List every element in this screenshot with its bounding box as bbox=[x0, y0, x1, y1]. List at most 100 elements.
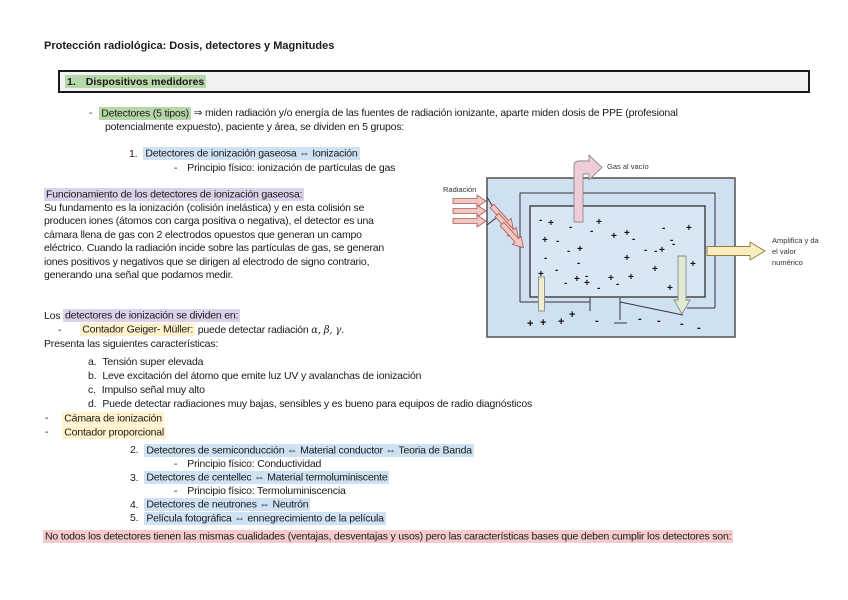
list-item-1: 1. Detectores de ionización gaseosa ⇔ Ion… bbox=[129, 147, 360, 160]
ion-symbol: + bbox=[558, 316, 564, 328]
ion-symbol: - bbox=[564, 278, 567, 289]
radiation-arrows-inner bbox=[489, 203, 524, 249]
ion-symbol: - bbox=[670, 235, 673, 246]
ion-symbol: - bbox=[697, 322, 701, 334]
ion-symbol: + bbox=[667, 283, 673, 294]
item-number: 4. bbox=[130, 498, 139, 511]
ion-symbol: - bbox=[556, 236, 559, 247]
bullet-dash: - bbox=[89, 107, 93, 119]
bullet-dash: - bbox=[174, 161, 178, 174]
ion-symbol: - bbox=[657, 315, 661, 327]
bullet-dash: - bbox=[45, 426, 49, 438]
char-item-b: b.Leve excitación del átomo que emite lu… bbox=[88, 370, 421, 383]
ion-symbol: - bbox=[672, 239, 675, 250]
radiation-label: Radiación bbox=[443, 185, 476, 194]
radiation-arrows bbox=[452, 194, 487, 228]
ion-symbol: + bbox=[686, 223, 692, 234]
item-text: Impulso señal muy alto bbox=[101, 384, 205, 396]
geiger-highlight: Contador Geiger- Müller: bbox=[80, 323, 196, 336]
item-letter: d. bbox=[88, 398, 97, 410]
ion-symbol: - bbox=[644, 245, 647, 256]
detector-proporcional: - Contador proporcional bbox=[45, 425, 166, 439]
ion-symbol: + bbox=[584, 278, 590, 289]
ion-symbol: - bbox=[567, 246, 570, 257]
list-item-2: 2.Detectores de semiconducción ⇔ Materia… bbox=[130, 443, 474, 457]
list-item-4: 4. Detectores de neutrones ⇔ Neutrón bbox=[130, 498, 311, 511]
division-prefix: Los bbox=[44, 309, 64, 322]
item-sub-text: Principio físico: Conductividad bbox=[187, 458, 322, 470]
ion-symbol: + bbox=[527, 318, 533, 330]
doc-title: Protección radiológica: Dosis, detectore… bbox=[44, 40, 335, 52]
ion-symbol: + bbox=[548, 218, 554, 229]
item-number: 2. bbox=[130, 444, 139, 456]
list-item-2-sub: -Principio físico: Conductividad bbox=[174, 458, 321, 471]
ion-symbol: - bbox=[662, 223, 665, 234]
item-text: Tensión super elevada bbox=[102, 356, 204, 368]
amplifier-label-line2: el valor bbox=[772, 247, 797, 256]
ion-symbol: + bbox=[659, 245, 665, 256]
ion-symbol: + bbox=[540, 317, 546, 329]
ion-symbol: - bbox=[680, 318, 684, 330]
char-item-d: d. Puede detectar radiaciones muy bajas, … bbox=[88, 398, 532, 411]
gas-label: Gas al vacío bbox=[607, 162, 649, 171]
item-letter: c. bbox=[88, 384, 96, 396]
section-label: Dispositivos medidores bbox=[85, 75, 205, 88]
ion-symbol: + bbox=[690, 259, 696, 270]
detector-camara: -Cámara de ionización bbox=[45, 411, 164, 425]
char-item-a: a.Tensión super elevada bbox=[88, 356, 203, 369]
funcionamiento-heading: Funcionamiento de los detectores de ioni… bbox=[44, 188, 305, 201]
section-number: 1. bbox=[67, 75, 76, 88]
intro-line-1: -Detectores (5 tipos) ⇒ miden radiación … bbox=[89, 106, 678, 120]
ion-symbol: - bbox=[585, 271, 588, 282]
item-sub-text: Principio físico: Termoluminiscencia bbox=[187, 485, 346, 497]
ion-symbol: + bbox=[538, 269, 544, 280]
ion-symbol: - bbox=[569, 222, 572, 233]
anode-bar bbox=[538, 276, 545, 312]
section-heading: 1. Dispositivos medidores bbox=[65, 75, 207, 88]
gas-outlet-arrow bbox=[573, 153, 603, 223]
item-number: 1. bbox=[129, 147, 138, 160]
item-text: Detectores de neutrones ⇔ Neutrón bbox=[144, 498, 311, 511]
list-item-1-sub: -Principio físico: ionización de partícu… bbox=[174, 162, 395, 175]
ion-symbol: - bbox=[638, 313, 642, 325]
presenta-line: Presenta las siguientes características: bbox=[44, 337, 219, 350]
bullet-dash: - bbox=[58, 323, 62, 336]
funcionamiento-line: iones positivos y negativos que se dirig… bbox=[44, 255, 370, 268]
ion-symbol: + bbox=[611, 231, 617, 242]
ion-symbol: - bbox=[597, 283, 600, 294]
funcionamiento-line: producen iones (átomos con carga positiv… bbox=[44, 215, 374, 228]
item-1-text: Detectores de ionización gaseosa ⇔ Ioniz… bbox=[143, 147, 360, 160]
list-item-3-sub: -Principio físico: Termoluminiscencia bbox=[174, 485, 346, 498]
funcionamiento-line: cámara llena de gas con 2 electrodos opu… bbox=[44, 228, 362, 241]
ion-symbol: + bbox=[569, 309, 575, 321]
ion-symbol: - bbox=[577, 258, 580, 269]
intro-highlight: Detectores (5 tipos) bbox=[99, 106, 191, 120]
intro-rest: ⇒ miden radiación y/o energía de las fue… bbox=[190, 107, 678, 119]
intro-line-2: potencialmente expuesto), paciente y áre… bbox=[105, 120, 405, 133]
ion-symbol: - bbox=[539, 215, 542, 226]
funcionamiento-line: eléctrico. Cuando la radiación incide so… bbox=[44, 242, 385, 255]
item-text: Detectores de centellec ⇔ Material termo… bbox=[144, 471, 390, 484]
item-number: 5. bbox=[130, 512, 139, 524]
geiger-line: -Contador Geiger- Müller: puede detectar… bbox=[58, 323, 344, 338]
item-text: Puede detectar radiaciones muy bajas, se… bbox=[102, 398, 533, 410]
ion-symbol: - bbox=[590, 226, 593, 237]
item-text: Película fotográfica ⇔ ennegrecimiento d… bbox=[144, 511, 386, 525]
bullet-dash: - bbox=[174, 485, 178, 497]
bullet-dash: - bbox=[45, 412, 49, 424]
ion-symbol: + bbox=[652, 264, 658, 275]
ion-symbol: - bbox=[632, 234, 635, 245]
char-item-c: c. Impulso señal muy alto bbox=[88, 384, 205, 397]
funcionamiento-line: generando una señal que podamos medir. bbox=[44, 269, 234, 281]
ion-symbol: - bbox=[544, 253, 547, 264]
amplifier-arrow bbox=[706, 241, 766, 261]
funcionamiento-line: Su fundamento es la ionización (colisión… bbox=[44, 202, 365, 214]
ion-symbol: + bbox=[574, 274, 580, 285]
item-letter: b. bbox=[88, 370, 97, 382]
bullet-dash: - bbox=[174, 458, 178, 470]
footer-note: No todos los detectores tienen las misma… bbox=[43, 530, 734, 543]
ion-symbol: + bbox=[628, 272, 634, 283]
ion-symbol: + bbox=[624, 228, 630, 239]
detector-text: Contador proporcional bbox=[62, 425, 166, 439]
section-heading-box: 1. Dispositivos medidores bbox=[58, 70, 810, 93]
